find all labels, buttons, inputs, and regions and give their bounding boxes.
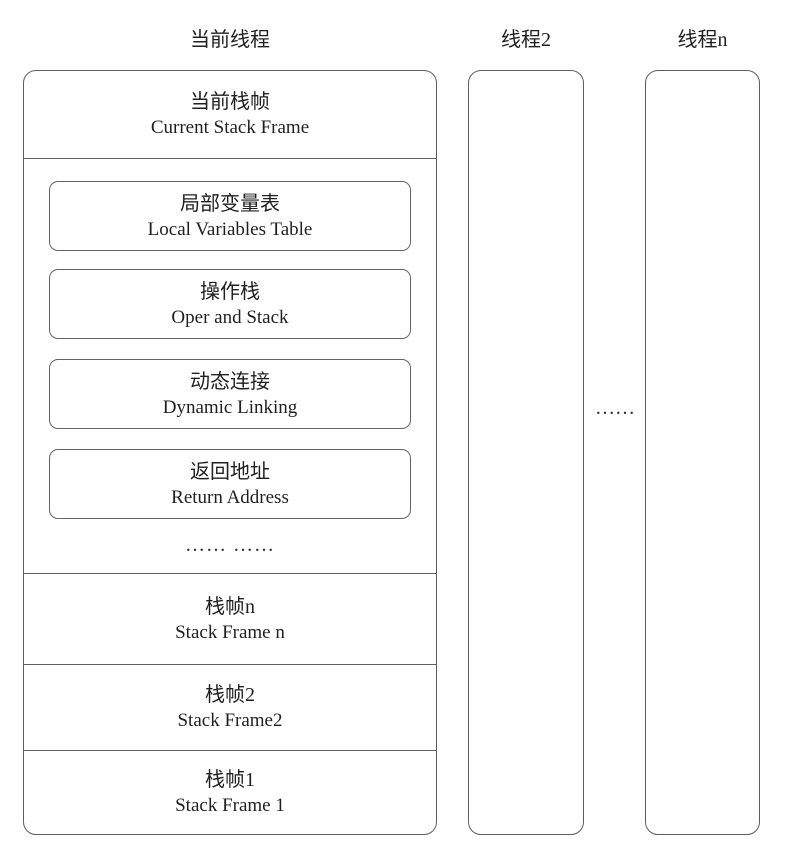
return-address-label-en: Return Address (171, 486, 289, 508)
stack-frame-n-label-zh: 栈帧n (205, 595, 255, 618)
dynamic-linking-label-zh: 动态连接 (190, 370, 270, 393)
thread-2-stack-box (468, 70, 584, 835)
current-thread-stack-box: 当前栈帧 Current Stack Frame 局部变量表 Local Var… (23, 70, 437, 835)
local-variables-table-label-en: Local Variables Table (147, 218, 313, 240)
dynamic-linking-box: 动态连接 Dynamic Linking (49, 359, 411, 429)
operand-stack-label-en: Oper and Stack (171, 306, 289, 328)
return-address-label-zh: 返回地址 (190, 460, 270, 483)
return-address-box: 返回地址 Return Address (49, 449, 411, 519)
local-variables-table-label-zh: 局部变量表 (180, 192, 280, 215)
current-stack-frame-label-zh: 当前栈帧 (190, 91, 270, 113)
local-variables-table-box: 局部变量表 Local Variables Table (49, 181, 411, 251)
thread-2-title: 线程2 (501, 29, 551, 51)
stack-frame-1-label-en: Stack Frame 1 (175, 795, 285, 816)
stack-frame-n-section: 栈帧n Stack Frame n (24, 574, 436, 665)
operand-stack-box: 操作栈 Oper and Stack (49, 269, 411, 339)
current-thread-title: 当前线程 (190, 29, 270, 51)
frame-contents-ellipsis: …… …… (185, 534, 275, 556)
stack-frame-2-section: 栈帧2 Stack Frame2 (24, 665, 436, 751)
frame-contents-section: 局部变量表 Local Variables Table 操作栈 Oper and… (24, 159, 436, 574)
current-stack-frame-section: 当前栈帧 Current Stack Frame (24, 71, 436, 159)
thread-n-title: 线程n (677, 29, 728, 51)
stack-frame-2-label-zh: 栈帧2 (205, 684, 255, 706)
threads-ellipsis: …… (595, 397, 635, 419)
stack-frame-n-label-en: Stack Frame n (175, 621, 285, 643)
stack-frame-1-section: 栈帧1 Stack Frame 1 (24, 751, 436, 834)
thread-n-stack-box (645, 70, 760, 835)
operand-stack-label-zh: 操作栈 (200, 280, 260, 303)
stack-frame-2-label-en: Stack Frame2 (177, 710, 283, 731)
dynamic-linking-label-en: Dynamic Linking (162, 396, 298, 418)
current-stack-frame-label-en: Current Stack Frame (150, 117, 310, 138)
stack-frame-1-label-zh: 栈帧1 (205, 769, 255, 791)
